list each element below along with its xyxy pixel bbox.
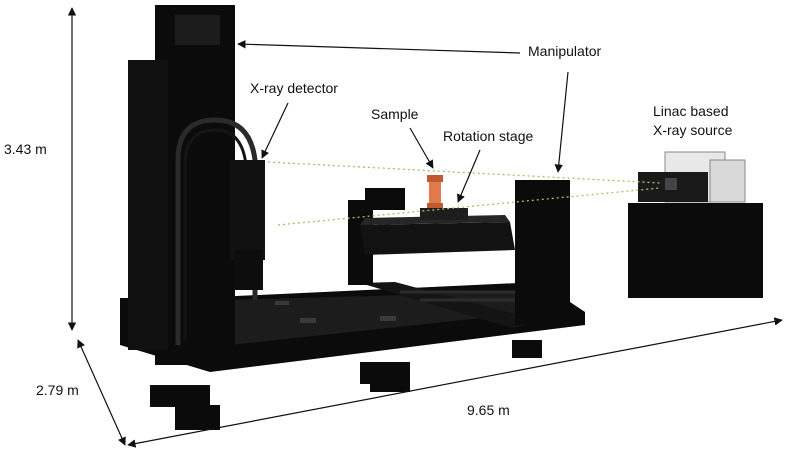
height-dimension-label: 3.43 m: [4, 141, 47, 157]
xray-detector-label: X-ray detector: [250, 80, 338, 96]
length-dimension-label: 9.65 m: [467, 402, 510, 418]
manipulator-label: Manipulator: [528, 43, 602, 59]
rotation-stage-arrow: [457, 149, 481, 203]
xray-beam: [267, 161, 661, 226]
sample-arrow: [409, 127, 434, 169]
detector-arrow: [261, 102, 289, 159]
sample: [427, 175, 443, 208]
rotation-stage-label: Rotation stage: [443, 128, 534, 144]
sample-label: Sample: [371, 106, 419, 122]
manipulator-arrow: [237, 40, 521, 54]
manipulator-assembly: [348, 180, 570, 325]
depth-dimension-arrow: [77, 339, 126, 446]
xray-source: [628, 151, 763, 298]
depth-dimension-label: 2.79 m: [36, 382, 79, 398]
manipulator-arrow-2: [554, 71, 569, 173]
detector-tower: [128, 5, 265, 365]
length-dimension-arrow: [127, 317, 783, 448]
xray-source-label-line2: X-ray source: [653, 122, 733, 138]
xray-source-label-line1: Linac based: [653, 103, 729, 119]
